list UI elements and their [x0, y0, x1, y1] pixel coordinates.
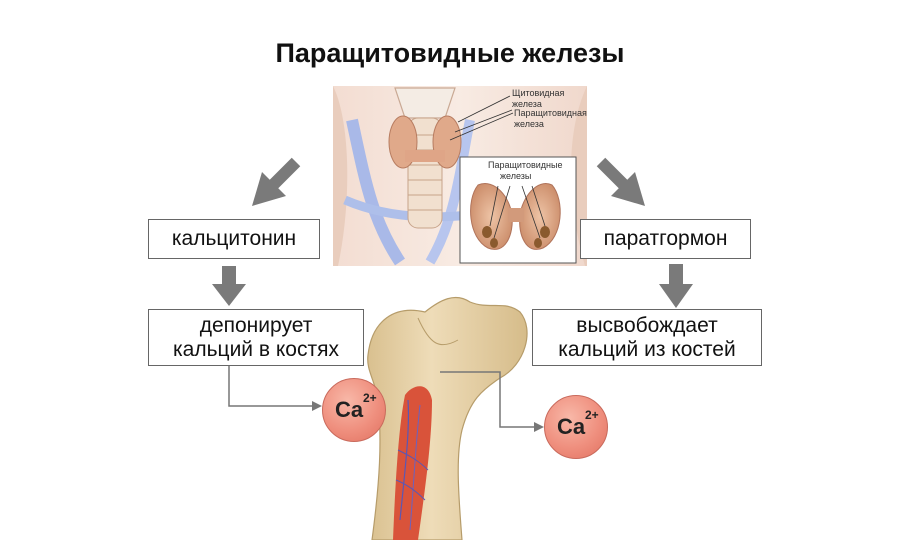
- calcium-symbol: Ca: [335, 397, 364, 422]
- connector-right: [440, 371, 544, 432]
- calcium-ion-left: Ca 2+: [322, 378, 386, 442]
- calcium-charge: 2+: [363, 391, 377, 405]
- calcium-charge: 2+: [585, 408, 599, 422]
- parathormone-box: паратгормон: [580, 219, 751, 259]
- thyroid-label: Щитовидная железа: [512, 88, 565, 109]
- deposit-line1: депонирует: [199, 313, 313, 337]
- arrow-to-deposit: [212, 266, 246, 306]
- parathyroid-label: Паращитовидная железа: [514, 108, 587, 129]
- calcitonin-box: кальцитонин: [148, 219, 320, 259]
- calcitonin-label: кальцитонин: [171, 227, 297, 250]
- arrow-to-calcitonin: [252, 157, 301, 206]
- deposit-line2: кальций в костях: [173, 337, 339, 361]
- inset-label: Паращитовидные железы: [488, 160, 563, 181]
- page-title: Паращитовидные железы: [275, 38, 625, 68]
- calcium-ion-right: Ca 2+: [544, 395, 608, 459]
- parathyroid-inset: [459, 156, 577, 264]
- parathormone-label: паратгормон: [603, 227, 728, 250]
- connector-left: [228, 366, 322, 411]
- calcium-symbol: Ca: [557, 414, 586, 439]
- arrow-to-release: [659, 264, 693, 308]
- bone-illustration: [367, 297, 528, 540]
- release-line1: высвобождает: [576, 313, 718, 337]
- release-line2: кальций из костей: [558, 337, 736, 361]
- release-box: высвобождает кальций из костей: [532, 309, 762, 366]
- thyroid-gland: [388, 115, 462, 169]
- deposit-box: депонирует кальций в костях: [148, 309, 364, 366]
- arrow-to-parathormone: [596, 157, 645, 206]
